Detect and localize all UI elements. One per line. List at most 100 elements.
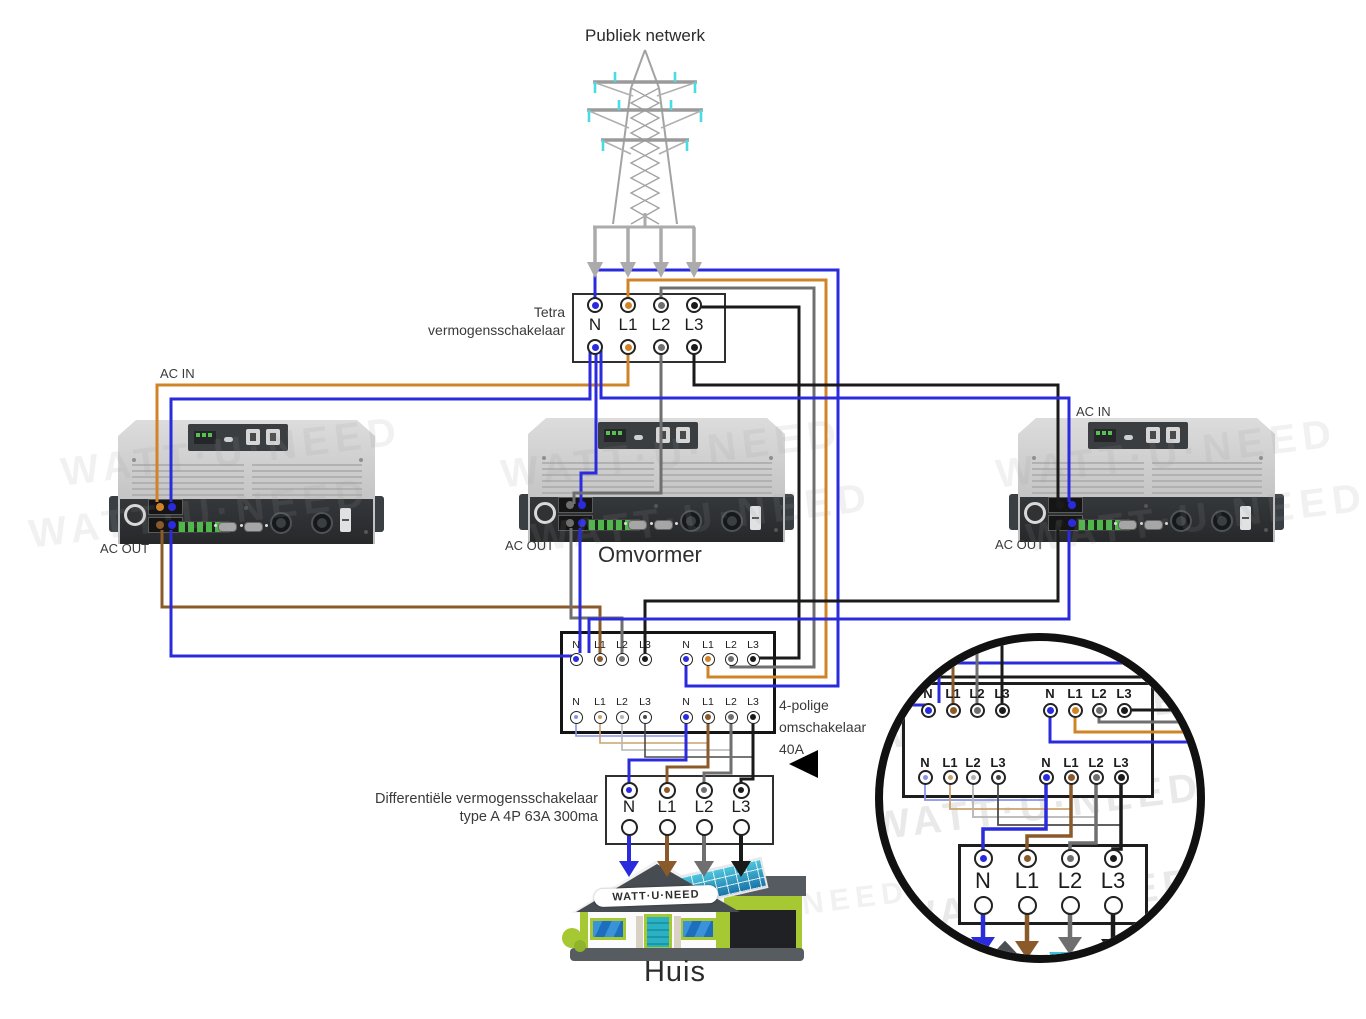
terminal-label: N bbox=[923, 685, 933, 701]
terminal-label: L1 bbox=[1063, 754, 1079, 770]
terminal-circle bbox=[1060, 895, 1080, 915]
tetra-breaker-label: Tetra vermogensschakelaar bbox=[400, 304, 565, 339]
terminal-label: N bbox=[920, 754, 930, 770]
terminal-circle bbox=[1017, 895, 1037, 915]
terminal-label: L3 bbox=[990, 754, 1006, 770]
insulator-strings bbox=[587, 72, 703, 151]
pillar-right bbox=[674, 916, 681, 950]
ac-in-label-left: AC IN bbox=[160, 366, 195, 381]
screw-icon bbox=[1144, 504, 1148, 508]
terminal-circle bbox=[1067, 702, 1083, 718]
arrowhead bbox=[620, 262, 636, 278]
terminal-circle bbox=[1063, 769, 1079, 785]
terminal-label: N bbox=[975, 868, 991, 894]
ac-socket bbox=[1211, 510, 1233, 532]
differential-breaker-box bbox=[605, 775, 774, 845]
terminal-label: L3 bbox=[1116, 685, 1132, 701]
terminal-circle bbox=[1017, 848, 1037, 868]
wire bbox=[981, 778, 1048, 857]
terminal-circle bbox=[1060, 848, 1080, 868]
terminal-label: L2 bbox=[1057, 868, 1083, 894]
changeover-switch-label: 4-polige omschakelaar 40A bbox=[779, 694, 866, 760]
terminal-circle bbox=[1091, 702, 1107, 718]
terminal-circle bbox=[1116, 702, 1132, 718]
ac-out-label-middle: AC OUT bbox=[505, 538, 555, 553]
pillar-left bbox=[636, 916, 643, 950]
inset-changeover-switch-box bbox=[902, 682, 1154, 798]
differential-label-line1: Differentiële vermogensschakelaar bbox=[375, 791, 598, 807]
screw-icon bbox=[244, 506, 248, 510]
tetra-breaker-label-line1: Tetra bbox=[533, 304, 565, 320]
garage-door bbox=[730, 910, 796, 950]
terminal-circle bbox=[945, 702, 961, 718]
cable-gland bbox=[534, 502, 556, 524]
terminal-circle bbox=[994, 702, 1010, 718]
changeover-switch-box bbox=[560, 631, 776, 734]
dsub-connector bbox=[1118, 520, 1137, 530]
terminal-circle bbox=[1038, 769, 1054, 785]
ac-out-label-right: AC OUT bbox=[995, 537, 1045, 552]
arrowhead bbox=[971, 937, 995, 955]
usb-port bbox=[1124, 435, 1133, 440]
dsub-connector bbox=[1144, 520, 1163, 530]
terminal-circle bbox=[990, 769, 1006, 785]
terminal-label: L3 bbox=[1113, 754, 1129, 770]
transmission-tower-icon bbox=[586, 49, 704, 225]
window-left bbox=[590, 918, 626, 940]
arrowhead bbox=[686, 262, 702, 278]
terminal-label: N bbox=[1045, 685, 1055, 701]
wire bbox=[1048, 710, 1197, 744]
arrowhead bbox=[1015, 941, 1039, 955]
terminal-circle bbox=[1088, 769, 1104, 785]
house-label: Huis bbox=[643, 956, 706, 988]
switch-label-line2: omschakelaar bbox=[779, 719, 867, 735]
house-door bbox=[644, 914, 672, 950]
house-ground bbox=[570, 948, 804, 961]
terminal-circle bbox=[920, 702, 936, 718]
house-trim-left bbox=[580, 912, 588, 950]
indicator-dot bbox=[265, 524, 268, 527]
ac-in-label-right: AC IN bbox=[1076, 404, 1111, 419]
tetra-breaker-box bbox=[572, 293, 726, 363]
indicator-dot bbox=[240, 524, 243, 527]
arrowhead bbox=[1101, 939, 1125, 955]
terminal-circle bbox=[1042, 702, 1058, 718]
terminal-circle bbox=[1103, 848, 1123, 868]
terminal-circle bbox=[973, 848, 993, 868]
terminal-circle bbox=[1113, 769, 1129, 785]
terminal-label: N bbox=[1041, 754, 1051, 770]
arrowhead bbox=[1058, 937, 1082, 955]
indicator-dot bbox=[1165, 522, 1168, 525]
terminal-circle bbox=[969, 702, 985, 718]
zoom-inset-circle: WATT·U·NEED WATT·U·NEED WATT·U·NEED NL1L… bbox=[875, 633, 1205, 963]
power-switch bbox=[1240, 506, 1251, 530]
terminal-label: L2 bbox=[1091, 685, 1107, 701]
ac-out-label-left: AC OUT bbox=[100, 541, 150, 556]
vent-grille bbox=[1152, 462, 1262, 494]
terminal-circle bbox=[973, 895, 993, 915]
switch-label-line3: 40A bbox=[779, 741, 804, 757]
window-right bbox=[680, 918, 716, 940]
inverter-label: Omvormer bbox=[598, 542, 702, 567]
terminal-label: L1 bbox=[1014, 868, 1040, 894]
terminal-circle bbox=[942, 769, 958, 785]
inset-house-roof bbox=[984, 933, 1026, 955]
terminal-label: L3 bbox=[1100, 868, 1126, 894]
terminal-label: L1 bbox=[1067, 685, 1083, 701]
terminal-circle bbox=[965, 769, 981, 785]
connector-block bbox=[1094, 429, 1116, 442]
indicator-dot bbox=[1114, 522, 1117, 525]
switch-label-line1: 4-polige bbox=[779, 697, 829, 713]
cable-gland bbox=[1024, 502, 1046, 524]
rj45-port bbox=[1146, 427, 1160, 443]
screw-icon bbox=[364, 530, 368, 534]
terminal-label: L1 bbox=[945, 685, 961, 701]
public-network-title: Publiek netwerk bbox=[584, 26, 705, 45]
screw-icon bbox=[132, 458, 136, 462]
differential-label-line2: type A 4P 63A 300ma bbox=[459, 809, 598, 825]
arrowhead bbox=[587, 262, 603, 278]
inset-house-solar bbox=[1046, 950, 1114, 955]
house-trim-right bbox=[716, 912, 724, 950]
